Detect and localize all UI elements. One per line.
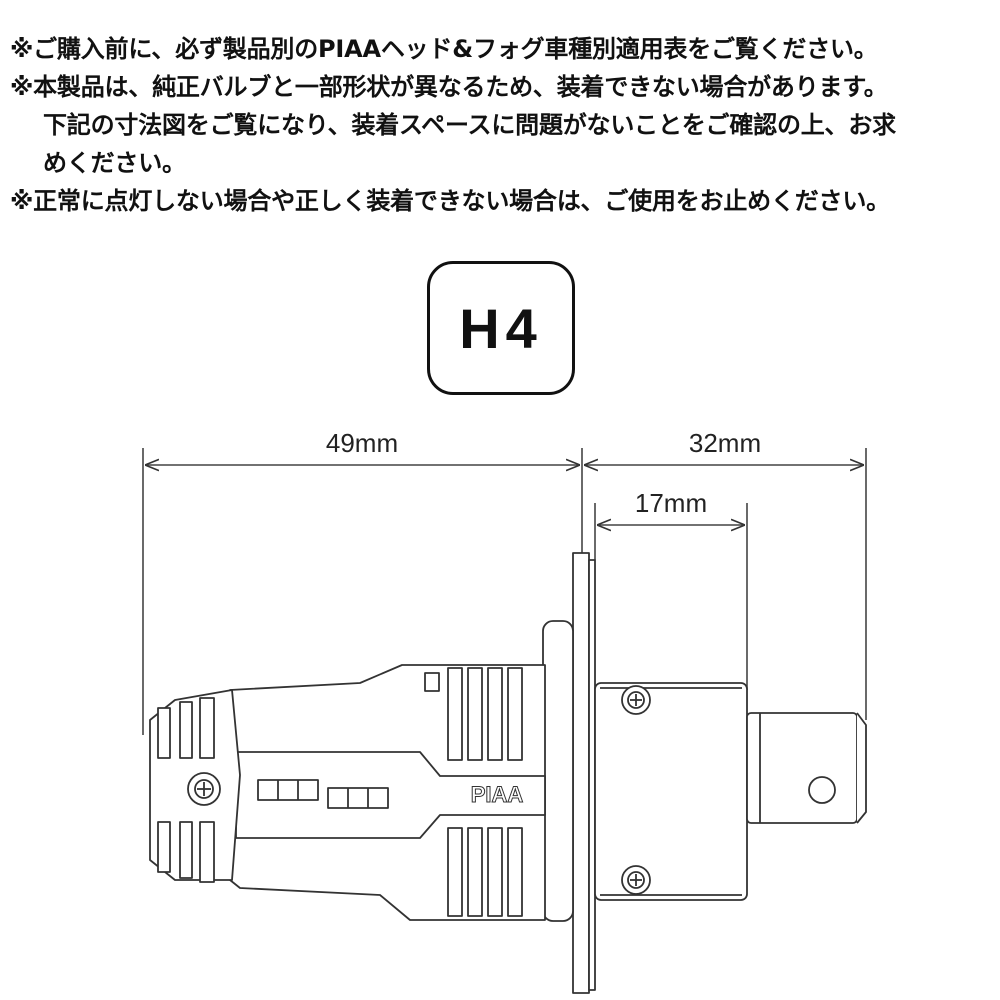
flange-plate <box>572 552 590 994</box>
led-bulb-drawing <box>149 552 867 994</box>
note-line: めください。 <box>43 149 186 177</box>
note-line: 下記の寸法図をご覧になり、装着スペースに問題がないことをご確認の上、お求 <box>43 111 896 139</box>
screw-icon <box>621 865 651 895</box>
connector-hole <box>808 776 836 804</box>
upper-fins <box>424 667 523 761</box>
dimension-label-17: 17mm <box>635 488 707 518</box>
note-line: ※本製品は、純正バルブと一部形状が異なるため、装着できない場合があります。 <box>10 73 888 101</box>
base-housing <box>594 682 748 901</box>
head-fins <box>157 697 215 883</box>
brand-logo: PIAA <box>471 782 524 807</box>
dimension-label-49: 49mm <box>326 428 398 458</box>
extension-lines <box>142 448 867 735</box>
dimension-label-32: 32mm <box>689 428 761 458</box>
screw-icon <box>621 685 651 715</box>
lower-fins <box>447 827 523 917</box>
center-band <box>235 751 546 839</box>
led-chips <box>257 779 389 809</box>
screw-icon <box>187 772 221 806</box>
connector-tab <box>746 712 858 824</box>
bulb-type-badge: H4 <box>427 261 575 395</box>
note-line: ※正常に点灯しない場合や正しく装着できない場合は、ご使用をお止めください。 <box>10 187 890 215</box>
notes-block: ※ご購入前に、必ず製品別のPIAAヘッド&フォグ車種別適用表をご覧ください。 ※… <box>10 30 995 220</box>
collar <box>542 620 574 922</box>
note-line: ※ご購入前に、必ず製品別のPIAAヘッド&フォグ車種別適用表をご覧ください。 <box>10 35 878 63</box>
